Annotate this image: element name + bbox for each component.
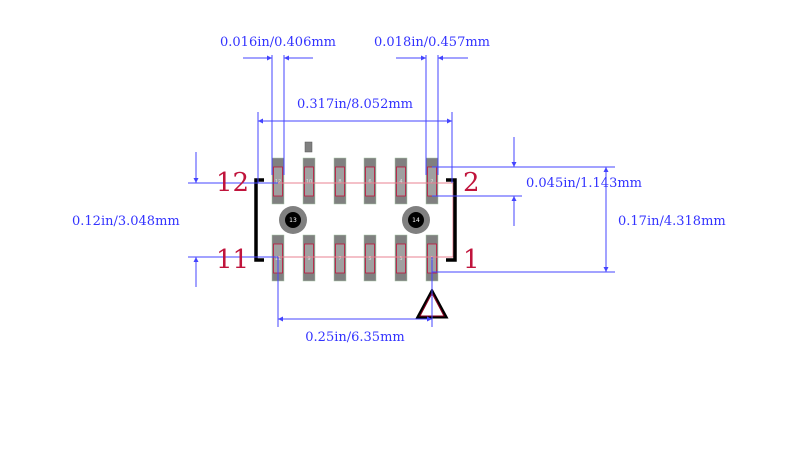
hole-label: 13	[289, 217, 297, 224]
dim-row-pitch: 0.12in/3.048mm	[72, 214, 180, 229]
pad-label: 2	[430, 179, 433, 185]
pad-label: 5	[368, 256, 371, 262]
dim-overall-height: 0.17in/4.318mm	[618, 214, 726, 229]
pad-label: 4	[399, 179, 402, 185]
pad-7: 7	[333, 234, 347, 282]
silkscreen-left-bracket	[254, 178, 264, 262]
pad-label: 3	[399, 256, 402, 262]
pad-label: 7	[338, 256, 341, 262]
pin-label-12: 12	[216, 168, 249, 198]
pad-12: 12	[271, 157, 285, 205]
mounting-hole-13: 13	[279, 206, 307, 234]
dim-pad-gap: 0.018in/0.457mm	[374, 35, 490, 50]
dim-body-width: 0.317in/8.052mm	[297, 97, 413, 112]
pad-3: 3	[394, 234, 408, 282]
pin-label-2: 2	[463, 168, 480, 198]
pin1-marker	[304, 141, 313, 153]
pin-label-11: 11	[216, 245, 249, 275]
pad-6: 6	[363, 157, 377, 205]
dimension-arrows	[193, 55, 609, 322]
pad-label: 12	[275, 179, 281, 185]
pad-9: 9	[302, 234, 316, 282]
pad-label: 9	[307, 256, 310, 262]
pad-8: 8	[333, 157, 347, 205]
dim-pad-width: 0.016in/0.406mm	[220, 35, 336, 50]
pin-label-1: 1	[463, 245, 480, 275]
pad-4: 4	[394, 157, 408, 205]
pad-label: 8	[338, 179, 341, 185]
pad-5: 5	[363, 234, 377, 282]
pad-2: 2	[425, 157, 439, 205]
silkscreen-right-bracket	[446, 178, 457, 262]
pad-label: 6	[368, 179, 371, 185]
mounting-hole-14: 14	[402, 206, 430, 234]
hole-label: 14	[412, 217, 420, 224]
dim-pad-length: 0.045in/1.143mm	[526, 176, 642, 191]
pad-10: 10	[302, 157, 316, 205]
pad-label: 10	[306, 179, 312, 185]
dim-row-span: 0.25in/6.35mm	[305, 330, 404, 345]
